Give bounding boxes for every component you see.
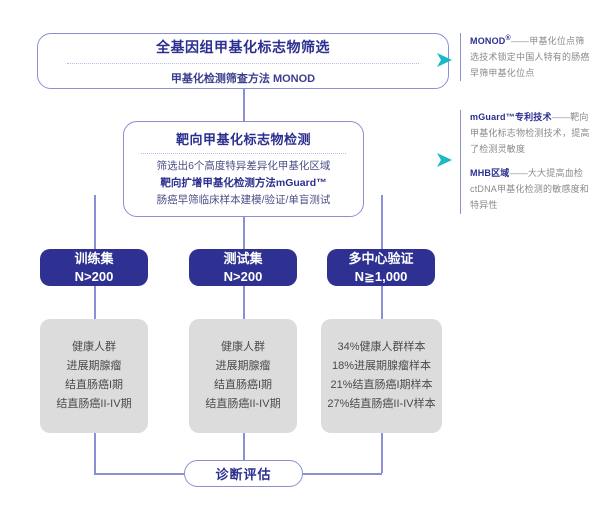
stage2-title: 靶向甲基化标志物检测: [175, 131, 311, 147]
annotation-item: mGuard™专利技术——靶向甲基化标志物检测技术，提高了检测灵敏度: [470, 110, 592, 157]
sample-line: 34%健康人群样本: [337, 340, 426, 353]
sample-line: 进展期腺瘤: [215, 359, 271, 372]
annotation-item: MONOD®——甲基化位点筛选技术锁定中国人特有的肠癌早筛甲基化位点: [470, 33, 592, 81]
cohort-box-test[interactable]: 测试集 N>200: [189, 249, 297, 286]
annotation-body: ——大大提高血检ctDNA甲基化检测的敏感度和特异性: [470, 168, 590, 210]
connector-cohort2-sample2: [243, 286, 245, 319]
connector-cohort1-sample1: [94, 286, 96, 319]
result-label: 诊断评估: [215, 467, 272, 482]
sample-line: 健康人群: [221, 340, 265, 353]
stage2-line-1: 筛选出6个高度特异差异化甲基化区域: [156, 159, 331, 172]
stage1-title: 全基因组甲基化标志物筛选: [156, 38, 330, 55]
stage2-line-3: 肠癌早筛临床样本建模/验证/单盲测试: [156, 194, 331, 207]
annotation-mguard-mhb: mGuard™专利技术——靶向甲基化标志物检测技术，提高了检测灵敏度 MHB区域…: [460, 110, 592, 214]
connector-rail-right: [381, 195, 383, 249]
sample-line: 18%进展期腺瘤样本: [331, 359, 431, 372]
sample-line: 结直肠癌II-IV期: [56, 398, 132, 411]
result-pill: 诊断评估: [184, 460, 303, 487]
cohort-n-multicenter: N≧1,000: [354, 268, 408, 284]
sample-box-multicenter: 34%健康人群样本 18%进展期腺瘤样本 21%结直肠癌I期样本 27%结直肠癌…: [321, 319, 442, 433]
annotation-monod: MONOD®——甲基化位点筛选技术锁定中国人特有的肠癌早筛甲基化位点: [460, 33, 592, 82]
stage2-divider: [140, 152, 347, 154]
annotation-term: MHB区域: [470, 168, 510, 179]
sample-box-training: 健康人群 进展期腺瘤 结直肠癌I期 结直肠癌II-IV期: [40, 319, 148, 433]
annotation-term: MONOD: [470, 36, 506, 46]
sample-line: 健康人群: [72, 340, 116, 353]
sample-line: 结直肠癌I期: [213, 379, 273, 391]
stage2-box: 靶向甲基化标志物检测 筛选出6个高度特异差异化甲基化区域 靶向扩增甲基化检测方法…: [123, 121, 364, 217]
cohort-name-test: 测试集: [223, 250, 263, 266]
connector-sample2-down: [243, 433, 245, 473]
connector-sample1-down: [94, 433, 96, 473]
stage1-divider: [66, 62, 420, 64]
annotation-body: ——甲基化位点筛选技术锁定中国人特有的肠癌早筛甲基化位点: [470, 36, 590, 78]
annotation-item: MHB区域——大大提高血检ctDNA甲基化检测的敏感度和特异性: [470, 166, 592, 213]
stage1-subtitle: 甲基化检测筛查方法 MONOD: [170, 72, 316, 85]
connector-stage2-cohort-center: [243, 217, 245, 249]
annotation-sup: ®: [505, 35, 511, 42]
cohort-name-multicenter: 多中心验证: [348, 250, 414, 266]
sample-line: 结直肠癌I期: [64, 379, 124, 391]
cohort-box-training[interactable]: 训练集 N>200: [40, 249, 148, 286]
cohort-box-multicenter[interactable]: 多中心验证 N≧1,000: [327, 249, 435, 286]
cohort-name-training: 训练集: [74, 250, 114, 266]
connector-sample3-down: [381, 433, 383, 473]
sample-line: 27%结直肠癌II-IV样本: [327, 398, 436, 411]
connector-result-left: [94, 473, 184, 475]
cohort-n-training: N>200: [74, 268, 114, 284]
cohort-n-test: N>200: [223, 268, 263, 284]
annotation-body: ——靶向甲基化标志物检测技术，提高了检测灵敏度: [470, 112, 590, 154]
sample-box-test: 健康人群 进展期腺瘤 结直肠癌I期 结直肠癌II-IV期: [189, 319, 297, 433]
stage1-box: 全基因组甲基化标志物筛选 甲基化检测筛查方法 MONOD: [37, 33, 449, 89]
sample-line: 结直肠癌II-IV期: [205, 398, 281, 411]
connector-cohort3-sample3: [381, 286, 383, 319]
connector-stage1-stage2: [243, 88, 245, 122]
connector-rail-left: [94, 195, 96, 249]
sample-line: 21%结直肠癌I期样本: [330, 379, 433, 391]
stage2-line-2: 靶向扩增甲基化检测方法mGuard™: [160, 176, 327, 189]
annotation-term: mGuard™专利技术: [470, 112, 552, 122]
connector-result-right: [303, 473, 382, 475]
sample-line: 进展期腺瘤: [66, 359, 122, 372]
